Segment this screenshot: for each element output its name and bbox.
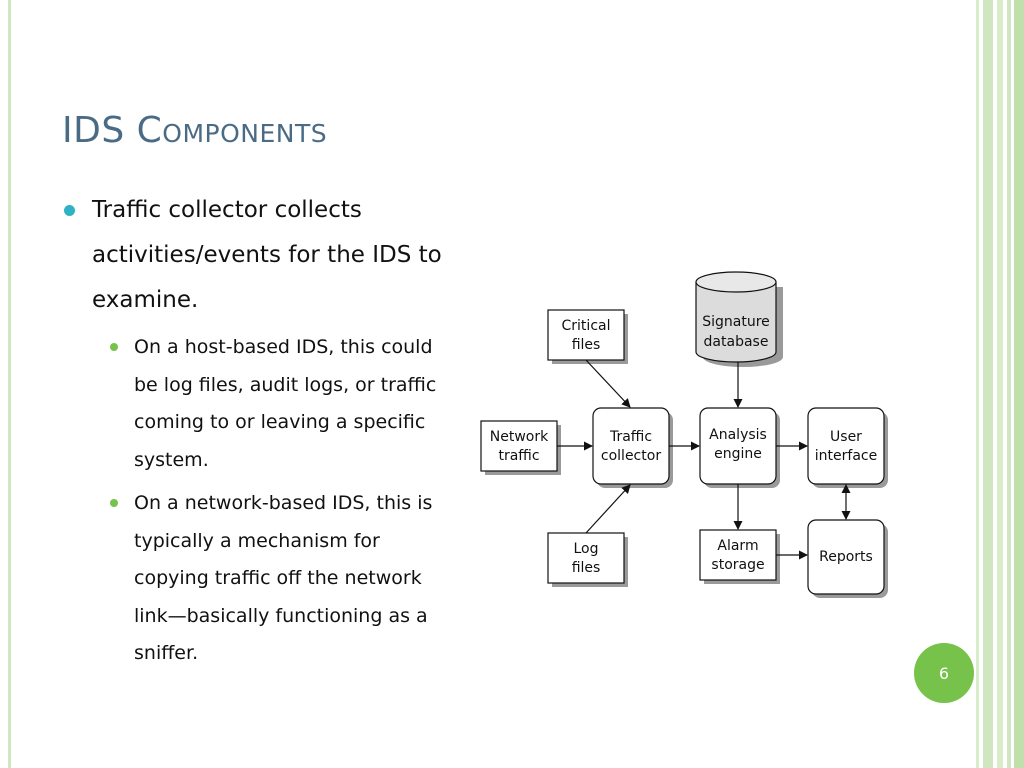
- network-traffic-label-1: Network: [490, 429, 549, 445]
- arrow-log-to-collector: [585, 484, 631, 534]
- analysis-engine-label-1: Analysis: [709, 427, 767, 443]
- alarm-storage-label-1: Alarm: [717, 538, 758, 554]
- traffic-collector-node: Traffic collector: [592, 407, 673, 488]
- slide-title-prefix: IDS: [62, 110, 137, 151]
- critical-files-node: Critical files: [547, 309, 628, 364]
- ids-components-diagram: Critical files Signature database Networ…: [480, 271, 888, 598]
- right-frame-stripes: [976, 0, 1024, 768]
- traffic-collector-label-2: collector: [601, 448, 661, 464]
- signature-database-node: Signature database: [695, 271, 783, 367]
- log-files-node: Log files: [547, 532, 628, 587]
- user-interface-node: User interface: [807, 407, 888, 488]
- slide-title-smallcaps: Components: [136, 110, 328, 151]
- sub-bullet-network: On a network-based IDS, this is typicall…: [62, 485, 454, 673]
- sub-bullet-dot-icon: [110, 343, 118, 351]
- user-interface-label-1: User: [830, 429, 862, 445]
- sub-bullet-dot-icon: [110, 499, 118, 507]
- signature-database-label-1: Signature: [702, 314, 770, 330]
- network-traffic-label-2: traffic: [498, 448, 539, 464]
- log-files-label-2: files: [572, 560, 601, 576]
- sub-bullet-network-text: On a network-based IDS, this is typicall…: [134, 492, 433, 664]
- user-interface-label-2: interface: [815, 448, 877, 464]
- network-traffic-node: Network traffic: [480, 420, 561, 475]
- left-frame-border: [0, 0, 11, 768]
- critical-files-label-2: files: [572, 337, 601, 353]
- reports-node: Reports: [807, 519, 888, 598]
- reports-label: Reports: [819, 549, 873, 565]
- bullet-main-text: Traffic collector collects activities/ev…: [92, 197, 442, 313]
- page-number-badge: 6: [914, 643, 974, 703]
- log-files-label-1: Log: [573, 541, 598, 557]
- bullet-content: Traffic collector collects activities/ev…: [62, 188, 454, 673]
- page-number: 6: [938, 663, 950, 683]
- critical-files-label-1: Critical: [562, 318, 611, 334]
- arrow-critical-to-collector: [585, 359, 631, 408]
- signature-database-label-2: database: [704, 334, 769, 350]
- alarm-storage-node: Alarm storage: [699, 529, 780, 584]
- analysis-engine-node: Analysis engine: [699, 407, 780, 488]
- analysis-engine-label-2: engine: [714, 446, 762, 462]
- alarm-storage-label-2: storage: [711, 557, 764, 573]
- bullet-dot-icon: [64, 205, 75, 216]
- sub-bullet-host: On a host-based IDS, this could be log f…: [62, 329, 454, 479]
- traffic-collector-label-1: Traffic: [609, 429, 652, 445]
- slide-title: IDS Components: [62, 110, 327, 151]
- bullet-main: Traffic collector collects activities/ev…: [62, 188, 454, 323]
- sub-bullet-host-text: On a host-based IDS, this could be log f…: [134, 336, 437, 471]
